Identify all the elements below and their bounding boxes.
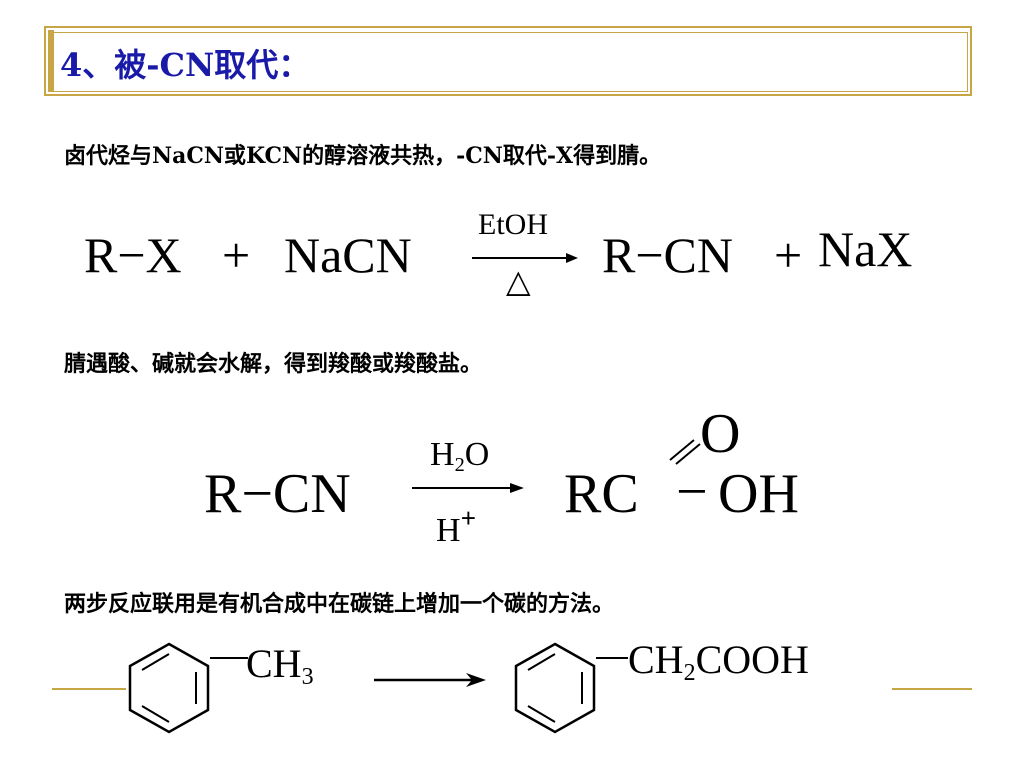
reaction2-arrow bbox=[412, 483, 524, 493]
slide-title: 4、被-CN取代： bbox=[60, 46, 311, 84]
reaction2-product-bond: − bbox=[676, 461, 708, 523]
right-substituent: CH2COOH bbox=[628, 637, 809, 687]
reaction2-double-bond bbox=[669, 439, 701, 465]
left-substituent: CH3 bbox=[246, 641, 314, 691]
reaction1-reactant2: NaCN bbox=[284, 227, 412, 283]
description-line-2: 腈遇酸、碱就会水解，得到羧酸或羧酸盐。 bbox=[64, 351, 483, 377]
bond-line-left bbox=[210, 657, 248, 659]
title-accent-bar bbox=[48, 30, 54, 92]
benzene-ring-icon-right bbox=[514, 642, 596, 734]
reaction1-condition-top: EtOH bbox=[478, 208, 548, 241]
reaction1-plus2: + bbox=[774, 227, 803, 283]
reaction1-plus1: + bbox=[222, 227, 251, 283]
decorative-line-left bbox=[52, 688, 126, 690]
reaction2-carbonyl-oxygen: O bbox=[700, 403, 741, 465]
description-line-3: 两步反应联用是有机合成中在碳链上增加一个碳的方法。 bbox=[64, 591, 615, 617]
benzene-ring-icon-left bbox=[128, 642, 210, 734]
reaction2-reactant: R−CN bbox=[204, 463, 351, 525]
reaction1-product1: R−CN bbox=[602, 227, 734, 283]
reaction2-product-main: RC bbox=[564, 463, 639, 525]
reaction2-condition-top: H2O bbox=[430, 436, 490, 477]
reaction1-condition-bottom: △ bbox=[506, 263, 531, 299]
reaction1-product2: NaX bbox=[818, 221, 913, 277]
reaction2-condition-bottom: H+ bbox=[436, 503, 477, 549]
reaction2-product-oh: OH bbox=[718, 463, 799, 525]
reaction1-reactant1: R−X bbox=[84, 227, 182, 283]
reaction1-arrow bbox=[472, 253, 578, 263]
decorative-line-right bbox=[892, 688, 972, 690]
bond-line-right bbox=[596, 657, 628, 659]
description-line-1: 卤代烃与NaCN或KCN的醇溶液共热，-CN取代-X得到腈。 bbox=[64, 143, 662, 169]
title-frame bbox=[44, 26, 972, 96]
reaction3-arrow bbox=[374, 673, 486, 687]
